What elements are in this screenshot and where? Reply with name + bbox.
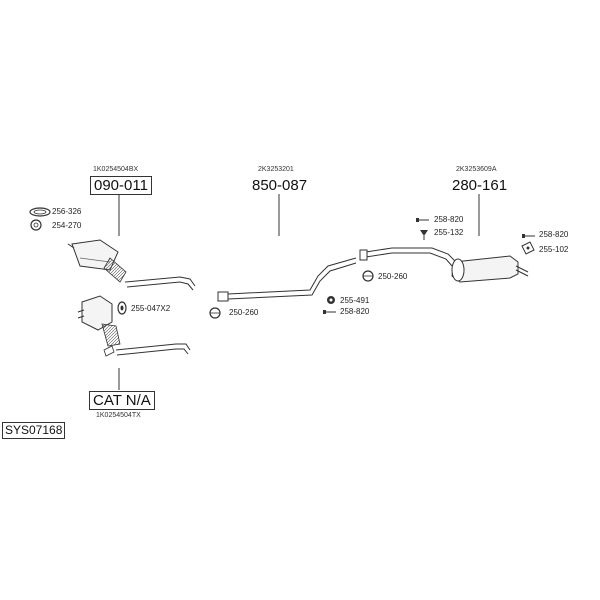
bolt-258-820-right-icon: [522, 234, 535, 238]
rear-silencer-part-number[interactable]: 280-161: [452, 177, 508, 194]
gasket-255-047-icon: [117, 301, 127, 315]
catalyst-top-code: 1K0254504BX: [93, 166, 139, 173]
rubber-mount-255-491-icon: [327, 296, 335, 304]
part-label-250-260-left[interactable]: 250-260: [229, 308, 259, 317]
part-label-254-270[interactable]: 254-270: [52, 221, 82, 230]
rear-silencer-drawing: [359, 247, 529, 283]
hanger-255-102-icon: [521, 241, 535, 255]
hanger-255-132-icon: [420, 230, 428, 240]
part-label-255-102[interactable]: 255-102: [539, 245, 569, 254]
bolt-258-820-mid-icon: [323, 310, 336, 314]
middle-pipe-part-number[interactable]: 850-087: [252, 177, 308, 194]
gasket-254-270-icon: [30, 219, 42, 231]
part-label-250-260-right[interactable]: 250-260: [378, 272, 408, 281]
bolt-258-820-top-icon: [416, 218, 429, 222]
part-label-258-820-right[interactable]: 258-820: [539, 230, 569, 239]
part-label-255-047[interactable]: 255-047X2: [131, 304, 171, 313]
catalyst-top-part-number[interactable]: 090-011: [90, 176, 152, 195]
catalyst-bottom-part-number[interactable]: CAT N/A: [89, 391, 155, 410]
part-label-258-820-mid[interactable]: 258-820: [340, 307, 370, 316]
gasket-256-326-icon: [29, 207, 51, 217]
part-label-256-326[interactable]: 256-326: [52, 207, 82, 216]
middle-pipe-code: 2K3253201: [258, 166, 294, 173]
part-label-255-132[interactable]: 255-132: [434, 228, 464, 237]
catalyst-bottom-assembly: [77, 295, 191, 357]
rear-silencer-code: 2K3253609A: [456, 166, 497, 173]
clamp-250-260-left-icon: [209, 307, 221, 319]
part-label-258-820-top[interactable]: 258-820: [434, 215, 464, 224]
middle-pipe-drawing: [217, 257, 357, 302]
catalyst-top-assembly: [67, 239, 196, 291]
clamp-250-260-right-icon: [362, 270, 374, 282]
catalyst-bottom-code: 1K0254504TX: [96, 412, 141, 419]
part-label-255-491[interactable]: 255-491: [340, 296, 370, 305]
system-id-badge: SYS07168: [2, 422, 66, 440]
